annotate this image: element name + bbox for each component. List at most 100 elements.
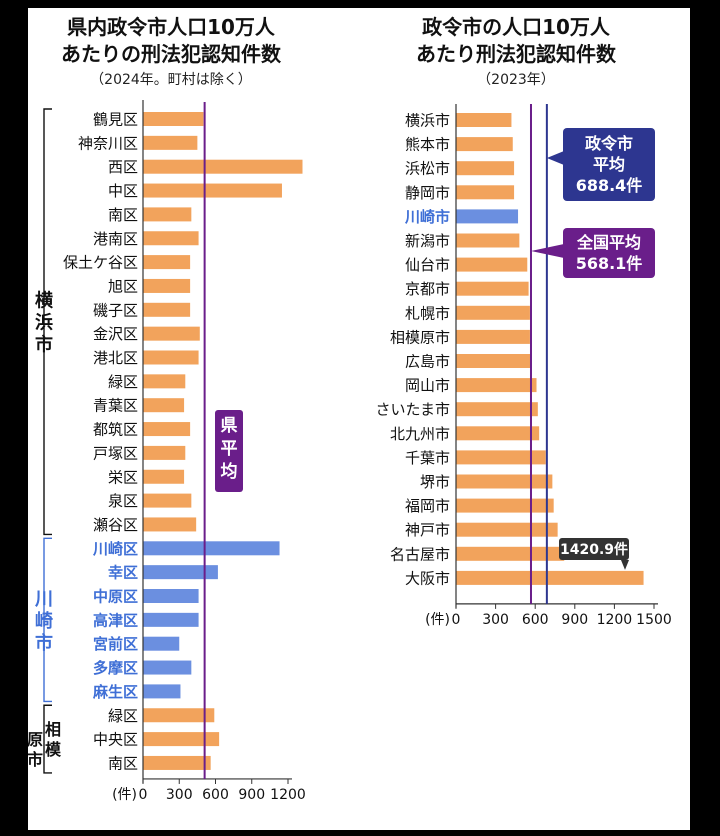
left-category-label: 磯子区 — [93, 301, 138, 319]
left-bar — [143, 326, 200, 341]
left-bar — [143, 636, 180, 651]
right-category-label: 札幌市 — [405, 304, 450, 322]
right-city-average-label-line: 688.4件 — [576, 176, 643, 195]
left-category-label: 都筑区 — [93, 421, 138, 439]
left-x-tick-label: 300 — [166, 787, 193, 803]
left-category-label: 中区 — [108, 182, 138, 200]
left-category-label: 戸塚区 — [93, 444, 138, 462]
right-bar — [456, 378, 537, 393]
right-category-label: 相模原市 — [390, 328, 450, 346]
left-bar — [143, 684, 181, 699]
left-category-label: 緑区 — [108, 373, 138, 391]
left-title-line-2: あたりの刑法犯認知件数 — [61, 42, 282, 66]
right-bar — [456, 233, 520, 248]
left-category-label: 麻生区 — [92, 683, 138, 701]
right-value-label: 1420.9件 — [560, 541, 628, 558]
left-category-label: 川崎区 — [92, 540, 138, 558]
left-bar — [143, 708, 215, 723]
right-x-tick-label: 900 — [561, 612, 588, 628]
right-city-average-label-line: 政令市 — [585, 134, 633, 153]
left-group-bracket — [43, 537, 52, 703]
right-value-label-pointer — [621, 560, 629, 570]
left-category-label: 多摩区 — [93, 659, 138, 677]
left-category-label: 旭区 — [108, 277, 138, 295]
right-category-label: 横浜市 — [405, 112, 450, 130]
right-bar — [456, 570, 644, 585]
left-category-label: 西区 — [108, 158, 138, 176]
right-bar — [456, 354, 532, 368]
left-group-bracket — [43, 704, 52, 774]
right-x-tick-label: 600 — [522, 612, 549, 628]
left-category-label: 神奈川区 — [78, 134, 138, 152]
left-category-label: 緑区 — [108, 707, 138, 725]
left-category-label: 保土ケ谷区 — [63, 254, 138, 272]
left-x-tick-label: 600 — [202, 787, 229, 803]
right-category-label: 岡山市 — [405, 377, 450, 395]
right-category-label: 名古屋市 — [390, 545, 450, 563]
left-bar — [143, 493, 192, 508]
right-bar — [456, 522, 558, 537]
right-bar — [456, 498, 554, 513]
right-bar — [456, 137, 513, 152]
right-bar — [456, 402, 538, 417]
right-category-label: 川崎市 — [404, 208, 450, 226]
right-x-tick-label: 1500 — [636, 612, 672, 628]
left-pref-average-label-char: 県 — [221, 416, 238, 436]
right-bar — [456, 257, 528, 272]
left-category-label: 青葉区 — [93, 397, 138, 415]
left-category-label: 泉区 — [108, 492, 138, 510]
left-bar — [143, 231, 199, 246]
left-category-label: 幸区 — [108, 564, 138, 582]
left-category-label: 高津区 — [93, 611, 138, 629]
left-bar — [143, 469, 185, 484]
left-pref-average-badge — [215, 410, 243, 492]
left-pref-average-label-char: 均 — [221, 461, 238, 482]
left-bar — [143, 278, 191, 293]
right-title-line-1: 政令市の人口10万人 — [422, 15, 611, 39]
left-bar — [143, 255, 191, 270]
right-category-label: 仙台市 — [405, 256, 450, 274]
left-bar — [143, 755, 211, 770]
right-category-label: 堺市 — [420, 473, 450, 491]
right-category-label: 千葉市 — [405, 449, 450, 467]
left-bar — [143, 183, 282, 198]
left-category-label: 港北区 — [93, 349, 138, 367]
right-bar — [456, 450, 546, 465]
left-bar — [143, 541, 280, 556]
right-title-line-2: あたり刑法犯認知件数 — [416, 42, 617, 66]
right-national-average-label-line: 568.1件 — [576, 254, 643, 273]
left-bar — [143, 732, 220, 747]
right-bar — [456, 329, 530, 344]
left-subtitle: （2024年。町村は除く） — [90, 72, 252, 88]
left-group-label-char: 市 — [28, 750, 43, 769]
left-category-label: 中原区 — [93, 588, 138, 606]
left-bar — [143, 422, 191, 437]
right-city-average-badge — [563, 128, 655, 201]
right-national-average-badge — [563, 228, 655, 278]
left-category-label: 鶴見区 — [93, 111, 138, 129]
left-bar — [143, 612, 199, 627]
left-bar — [143, 302, 191, 317]
right-category-label: 大阪市 — [405, 569, 450, 587]
left-bar — [143, 350, 199, 365]
left-x-tick-label: 0 — [139, 787, 148, 803]
right-x-tick-label: 300 — [482, 612, 509, 628]
left-bar — [143, 207, 192, 222]
right-national-average-label-line: 全国平均 — [576, 233, 641, 252]
left-group-label-char: 横 — [35, 290, 54, 312]
right-x-tick-label: 1200 — [597, 612, 633, 628]
left-group-label-char: 相 — [45, 720, 61, 739]
right-bar — [456, 474, 553, 489]
right-national-average-pointer — [530, 244, 564, 258]
right-bar — [456, 305, 530, 320]
right-city-average-label-line: 平均 — [593, 155, 625, 174]
right-bar — [456, 281, 529, 296]
right-bar — [456, 161, 515, 176]
right-category-label: 京都市 — [405, 280, 450, 298]
left-group-label-char: 原 — [28, 730, 43, 749]
right-bar — [456, 546, 565, 561]
right-category-label: 静岡市 — [405, 184, 450, 202]
left-x-tick-label: 900 — [238, 787, 265, 803]
chart-canvas: 県内政令市人口10万人あたりの刑法犯認知件数（2024年。町村は除く）鶴見区神奈… — [28, 15, 672, 803]
left-group-label-char: 川 — [34, 589, 53, 610]
